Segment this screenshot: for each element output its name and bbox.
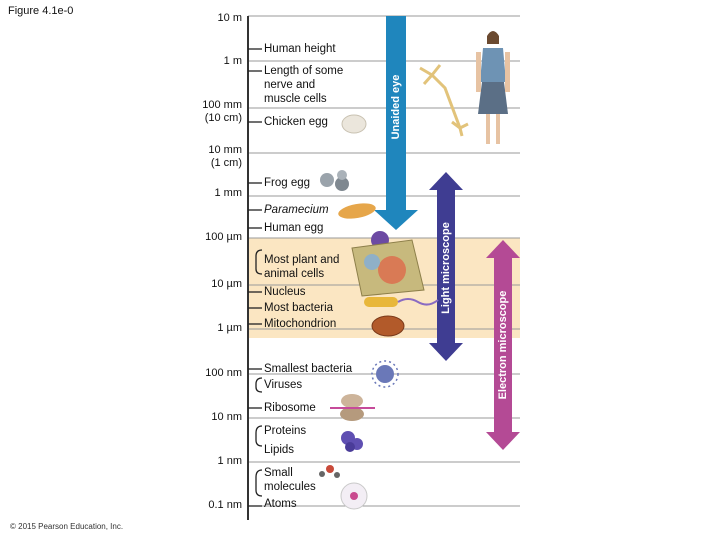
- item-label: Frog egg: [264, 177, 311, 189]
- chicken-egg-illustration: [341, 114, 367, 134]
- scale-label: 100 µm: [205, 231, 242, 243]
- scale-label: 0.1 nm: [208, 499, 242, 511]
- cell-illustration: [351, 239, 425, 297]
- item-label: Human height: [264, 43, 336, 55]
- paramecium-illustration: [338, 203, 376, 219]
- protein-illustration: [341, 431, 363, 452]
- item-label: Most bacteria: [264, 302, 334, 314]
- item-leaders: [248, 48, 263, 507]
- item-label: Chicken egg: [264, 116, 328, 128]
- item-label: Atoms: [264, 498, 297, 510]
- nerve-cell-illustration: [419, 64, 469, 137]
- frog-egg-illustration: [320, 170, 349, 191]
- light-microscope-label: Light microscope: [440, 222, 452, 314]
- scale-label: 1 m: [223, 55, 242, 67]
- item-label: Paramecium: [264, 204, 329, 216]
- atom-illustration: [340, 482, 368, 510]
- light-microscope-arrow: [429, 172, 463, 361]
- scale-label: 10 mm (1 cm): [208, 144, 242, 169]
- scale-label: 10 µm: [211, 278, 242, 290]
- figure-label: Figure 4.1e-0: [8, 5, 74, 17]
- bacterium-illustration: [364, 297, 439, 307]
- item-label: Lipids: [264, 444, 295, 456]
- unaided-eye-arrow: [374, 16, 418, 230]
- item-label: Human egg: [264, 222, 324, 234]
- item-label: Nucleus: [264, 286, 306, 298]
- lipid-illustration: [319, 465, 340, 478]
- item-label: Length of some nerve and muscle cells: [264, 65, 344, 105]
- item-label: Mitochondrion: [264, 318, 337, 330]
- unaided-eye-label: Unaided eye: [390, 74, 402, 140]
- scale-label: 100 mm (10 cm): [202, 99, 242, 124]
- mitochondrion-illustration: [371, 315, 405, 337]
- copyright: © 2015 Pearson Education, Inc.: [10, 522, 124, 531]
- item-label: Most plant and animal cells: [264, 254, 340, 280]
- item-label: Small molecules: [264, 467, 316, 493]
- electron-microscope-arrow: [486, 240, 520, 450]
- item-label: Viruses: [264, 379, 303, 391]
- scale-label: 1 µm: [217, 322, 242, 334]
- human-figure-illustration: [476, 31, 510, 144]
- scale-label: 1 nm: [217, 455, 242, 467]
- item-label: Ribosome: [264, 402, 316, 414]
- ribosome-illustration: [330, 394, 375, 421]
- scale-label: 100 nm: [205, 367, 242, 379]
- scale-label: 1 mm: [214, 187, 243, 199]
- scale-label: 10 m: [217, 12, 242, 24]
- virus-illustration: [371, 360, 399, 388]
- item-label: Proteins: [264, 425, 307, 437]
- scale-label: 10 nm: [211, 411, 242, 423]
- item-label: Smallest bacteria: [264, 363, 353, 375]
- electron-microscope-label: Electron microscope: [497, 290, 509, 400]
